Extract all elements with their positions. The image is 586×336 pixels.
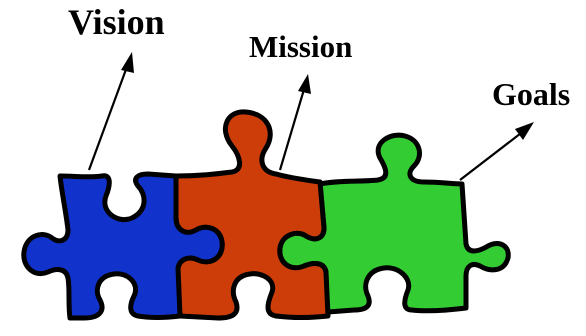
vision-arrow-head bbox=[121, 52, 134, 73]
vision-label: Vision bbox=[68, 2, 165, 42]
mission-label: Mission bbox=[249, 29, 353, 64]
vision-puzzle-piece bbox=[21, 171, 225, 321]
mission-arrow-line bbox=[278, 85, 307, 171]
goals-arrow-line bbox=[459, 129, 526, 181]
mission-puzzle-piece bbox=[173, 109, 331, 321]
mission-arrow-head bbox=[298, 74, 311, 94]
vision-arrow-line bbox=[87, 63, 130, 171]
goals-arrow-head bbox=[515, 122, 534, 140]
goals-label: Goals bbox=[492, 76, 571, 112]
